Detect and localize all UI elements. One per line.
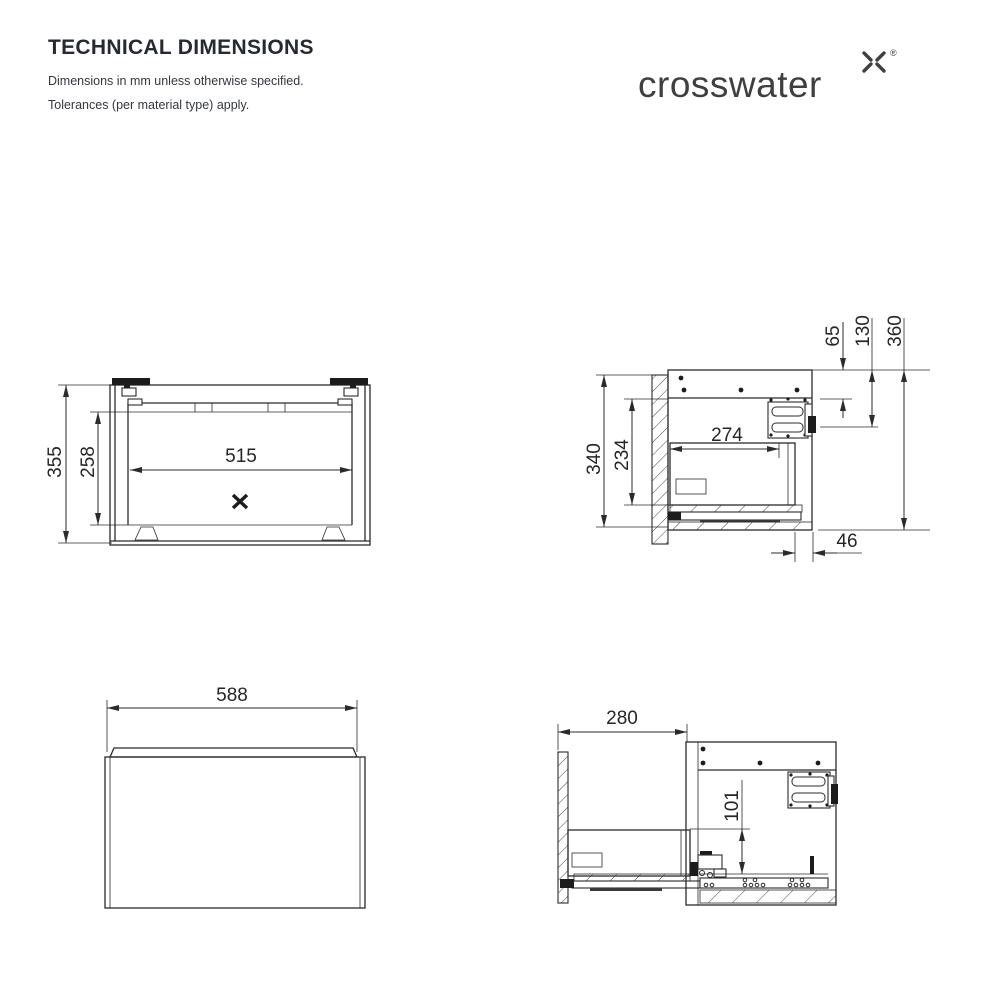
dim-label-340: 340 (584, 443, 605, 475)
cabinet-body (685, 741, 837, 906)
dim-label-355: 355 (45, 446, 66, 478)
view-front-closed: 588 (104, 685, 366, 909)
brand-name: crosswater (638, 64, 822, 105)
center-x-mark (231, 493, 249, 510)
dim-bottom-gap-46: 46 (771, 531, 862, 562)
dim-inner-width-515: 515 (130, 446, 352, 473)
dim-label-234: 234 (612, 439, 633, 471)
header: TECHNICAL DIMENSIONS Dimensions in mm un… (48, 36, 314, 112)
view-side-section: 340 234 274 65 (584, 315, 930, 562)
dim-stack-65-130-360: 65 130 360 (812, 315, 930, 531)
front-panel-section (651, 374, 669, 545)
registered-mark: ® (890, 48, 897, 58)
dim-label-515: 515 (225, 446, 257, 467)
drawer-box-side (669, 442, 796, 506)
note-tolerances: Tolerances (per material type) apply. (48, 98, 250, 112)
cabinet-runner-rail (699, 856, 837, 904)
wall-mount-bracket (767, 397, 816, 439)
view-side-extended: 280 101 (557, 708, 838, 906)
dim-height-340: 340 (584, 374, 668, 528)
cabinet-carcass (109, 384, 371, 546)
dim-inner-height-234: 234 (612, 398, 670, 506)
drawer-runner (667, 504, 813, 531)
dim-label-360: 360 (885, 315, 906, 347)
wall-mount-bracket (787, 771, 838, 809)
dim-inner-height-258: 258 (78, 411, 352, 526)
slide-mechanism (690, 851, 727, 878)
dim-label-258: 258 (78, 446, 99, 478)
dim-label-101: 101 (722, 790, 743, 822)
dim-label-588: 588 (216, 685, 248, 706)
page-title: TECHNICAL DIMENSIONS (48, 36, 314, 59)
dim-overall-height-355: 355 (45, 384, 112, 544)
view-front-open: 355 258 515 (45, 378, 371, 546)
dim-label-274: 274 (711, 425, 743, 446)
dim-label-65: 65 (823, 325, 844, 346)
dim-width-588: 588 (106, 685, 358, 752)
dim-label-130: 130 (853, 315, 874, 347)
dim-label-280: 280 (606, 708, 638, 729)
dim-extension-280: 280 (557, 708, 688, 750)
extended-drawer-box (560, 829, 701, 891)
wall-hanger-brackets (112, 378, 368, 406)
drawer-front-panel-section (557, 751, 569, 904)
note-units: Dimensions in mm unless otherwise specif… (48, 74, 304, 88)
brand-logo: crosswater ® (638, 48, 918, 116)
dim-label-46: 46 (836, 531, 857, 552)
dim-inner-depth-274: 274 (670, 425, 780, 458)
dim-runner-height-101: 101 (690, 780, 750, 874)
brand-x-icon (862, 51, 886, 73)
cabinet-front (104, 747, 366, 909)
